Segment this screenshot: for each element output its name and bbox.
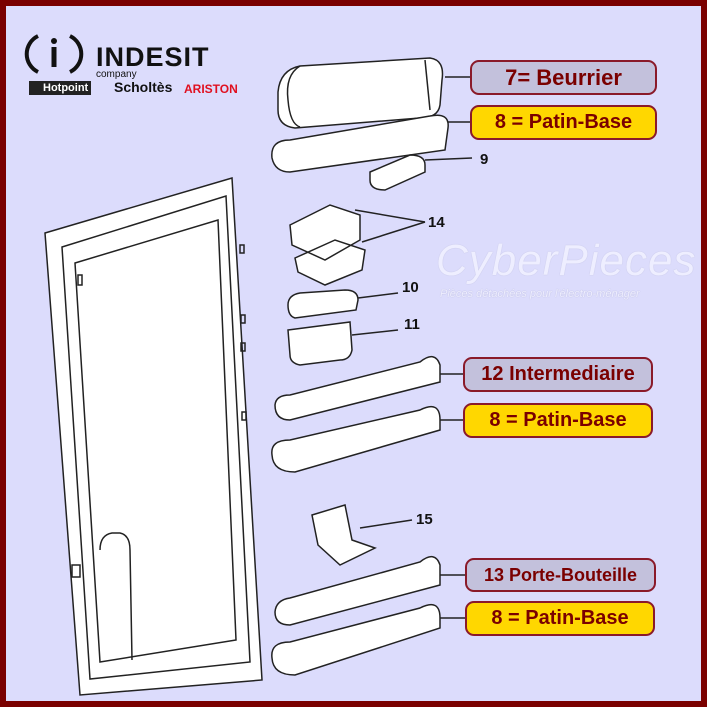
callout-11: 11 [404,316,420,333]
label-patin-base-2: 8 = Patin-Base [463,403,653,438]
label-patin-base-3: 8 = Patin-Base [465,601,655,636]
flap [311,504,377,566]
butter-compartment [277,57,470,129]
hotpoint-logo: Hotpoint [29,81,92,95]
egg-tray [369,154,426,191]
patin-base-bottom [271,603,441,676]
patin-base-top [271,114,449,173]
indesit-logo: INDESIT company Hotpoint Scholtès ARISTO… [24,28,238,98]
brand-name: INDESIT [96,42,210,72]
small-lid [287,289,359,319]
label-porte-bouteille: 13 Porte-Bouteille [465,558,656,592]
door-panel [44,177,263,696]
clips [289,204,366,286]
intermediate-shelf [274,356,441,421]
callout-15: 15 [416,511,433,528]
indesit-i-icon [24,34,84,74]
callout-9: 9 [480,151,488,168]
scholtes-logo: Scholtès [114,79,173,95]
label-intermediaire: 12 Intermediaire [463,357,653,392]
small-box [287,321,353,366]
watermark-name: CyberPieces [436,236,697,285]
callout-10: 10 [402,279,419,296]
label-patin-base-1: 8 = Patin-Base [470,105,657,140]
ariston-logo: ARISTON [184,82,238,96]
watermark-tagline: Pièces détachées pour l'électro-ménager [440,288,640,300]
callout-14: 14 [428,214,445,231]
label-beurrier: 7= Beurrier [470,60,657,95]
brand-subtitle: company [96,69,137,80]
bottle-rack [274,556,441,626]
patin-base-middle [271,405,441,473]
